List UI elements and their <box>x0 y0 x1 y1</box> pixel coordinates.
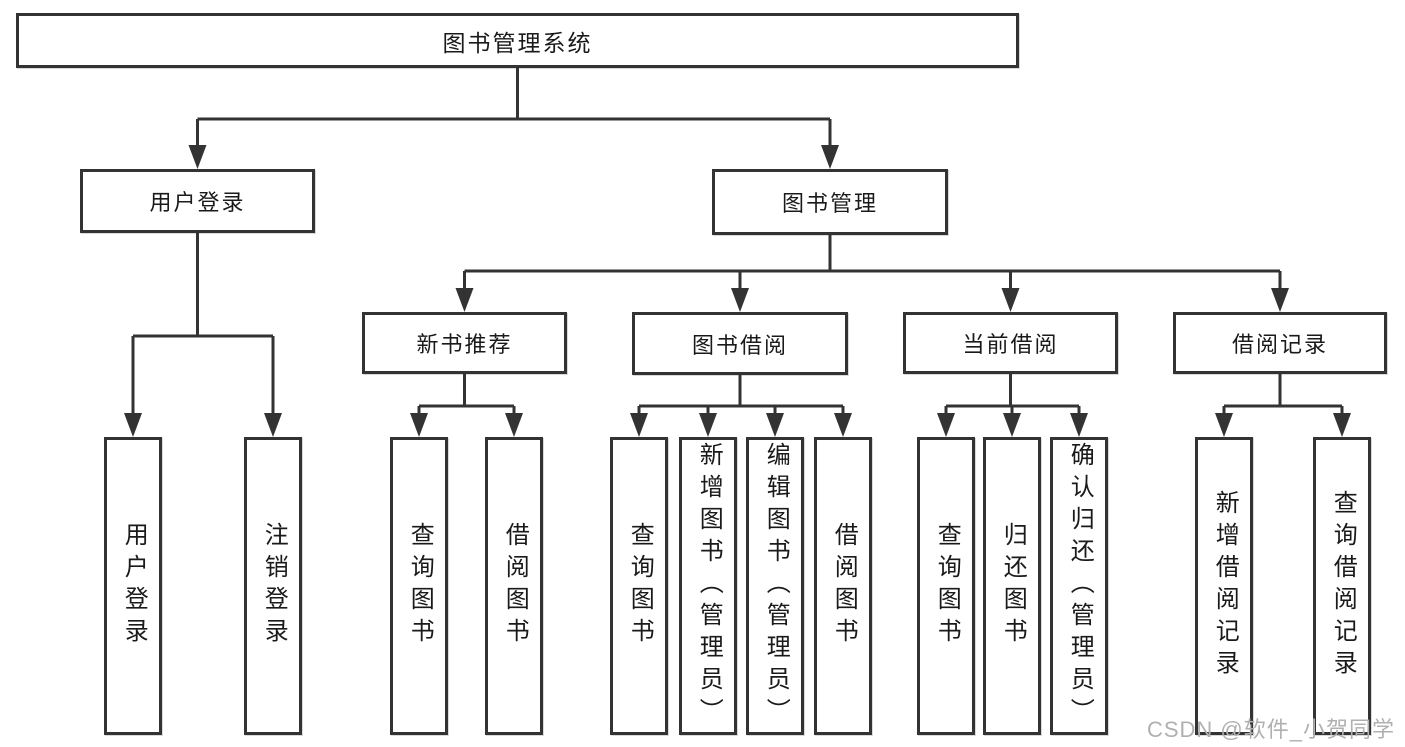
node-current-borrowing: 当前借阅 <box>903 312 1118 374</box>
node-label: 用户登录 <box>149 190 246 215</box>
node-label: 新增图书（管理员） <box>695 442 723 730</box>
node-label: 图书管理系统 <box>442 29 593 56</box>
node-label: 查询图书 <box>406 522 434 650</box>
node-label: 查询借阅记录 <box>1329 490 1357 682</box>
node-borrowing-records: 借阅记录 <box>1173 312 1387 374</box>
node-label: 编辑图书（管理员） <box>762 442 790 730</box>
node-label: 图书借阅 <box>691 332 788 358</box>
node-label: 图书管理 <box>781 191 878 216</box>
node-label: 注销登录 <box>260 522 288 650</box>
node-label: 新增借阅记录 <box>1211 490 1239 682</box>
node-library-management-system: 图书管理系统 <box>16 13 1019 68</box>
node-user-login: 用户登录 <box>80 169 315 233</box>
leaf-logout: 注销登录 <box>244 437 302 735</box>
node-book-borrowing: 图书借阅 <box>632 312 848 375</box>
leaf-edit-books-admin: 编辑图书（管理员） <box>746 437 804 735</box>
node-label: 借阅记录 <box>1231 332 1328 357</box>
leaf-borrow-books: 借阅图书 <box>814 437 872 735</box>
leaf-add-books-admin: 新增图书（管理员） <box>679 437 737 735</box>
leaf-return-books: 归还图书 <box>983 437 1041 735</box>
node-label: 归还图书 <box>999 522 1027 650</box>
node-label: 当前借阅 <box>962 332 1059 357</box>
leaf-borrow-books: 借阅图书 <box>485 437 543 735</box>
node-label: 用户登录 <box>120 522 148 650</box>
node-label: 查询图书 <box>933 522 961 650</box>
leaf-query-books: 查询图书 <box>917 437 975 735</box>
node-label: 查询图书 <box>626 522 654 650</box>
leaf-query-books: 查询图书 <box>390 437 448 735</box>
leaf-query-borrow-record: 查询借阅记录 <box>1313 437 1371 735</box>
node-book-management: 图书管理 <box>712 169 948 235</box>
leaf-user-login: 用户登录 <box>104 437 162 735</box>
node-label: 借阅图书 <box>830 522 858 650</box>
leaf-query-books: 查询图书 <box>610 437 668 735</box>
node-label: 借阅图书 <box>501 522 529 650</box>
node-label: 新书推荐 <box>416 332 513 357</box>
leaf-confirm-return-admin: 确认归还（管理员） <box>1050 437 1108 735</box>
leaf-add-borrow-record: 新增借阅记录 <box>1195 437 1253 735</box>
node-label: 确认归还（管理员） <box>1066 442 1094 730</box>
csdn-watermark: CSDN @软件_小贺同学 <box>1146 717 1395 742</box>
node-new-book-recommendation: 新书推荐 <box>362 312 567 374</box>
